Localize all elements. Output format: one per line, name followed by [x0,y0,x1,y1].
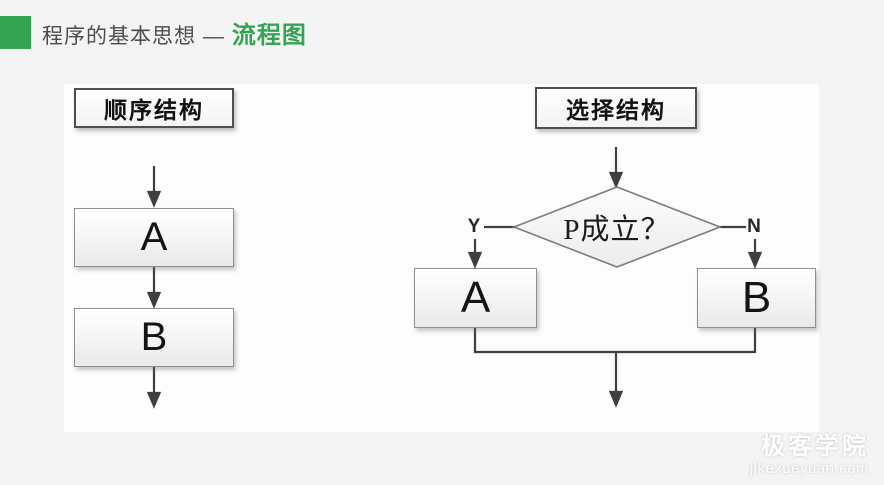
sequence-title-box: 顺序结构 [74,88,234,128]
branch-label-yes: Y [467,216,481,237]
watermark-brand: 极客学院 [761,433,869,460]
selection-node-a: A [414,268,537,328]
selection-title-box: 选择结构 [535,87,697,129]
page-title-prefix: 程序的基本思想 — [42,25,225,48]
flow-connectors [146,147,763,409]
slide-header: 程序的基本思想 — 流程图 [0,15,307,50]
sequence-node-b: B [74,308,234,367]
branch-label-no: N [747,216,761,237]
selection-node-b: B [697,268,816,328]
decision-diamond [511,186,723,268]
watermark: 极客学院 jikexueyuan.com [749,433,869,478]
page-title-highlight: 流程图 [231,22,307,49]
decision-condition-text: P成立？ [563,214,671,246]
watermark-domain: jikexueyuan.com [749,460,869,477]
sequence-node-a: A [74,208,234,267]
page-title: 程序的基本思想 — 流程图 [42,15,307,50]
title-accent-square [0,16,31,49]
slide-canvas: 顺序结构 A B 选择结构 P成立？ Y N A B [64,84,819,432]
